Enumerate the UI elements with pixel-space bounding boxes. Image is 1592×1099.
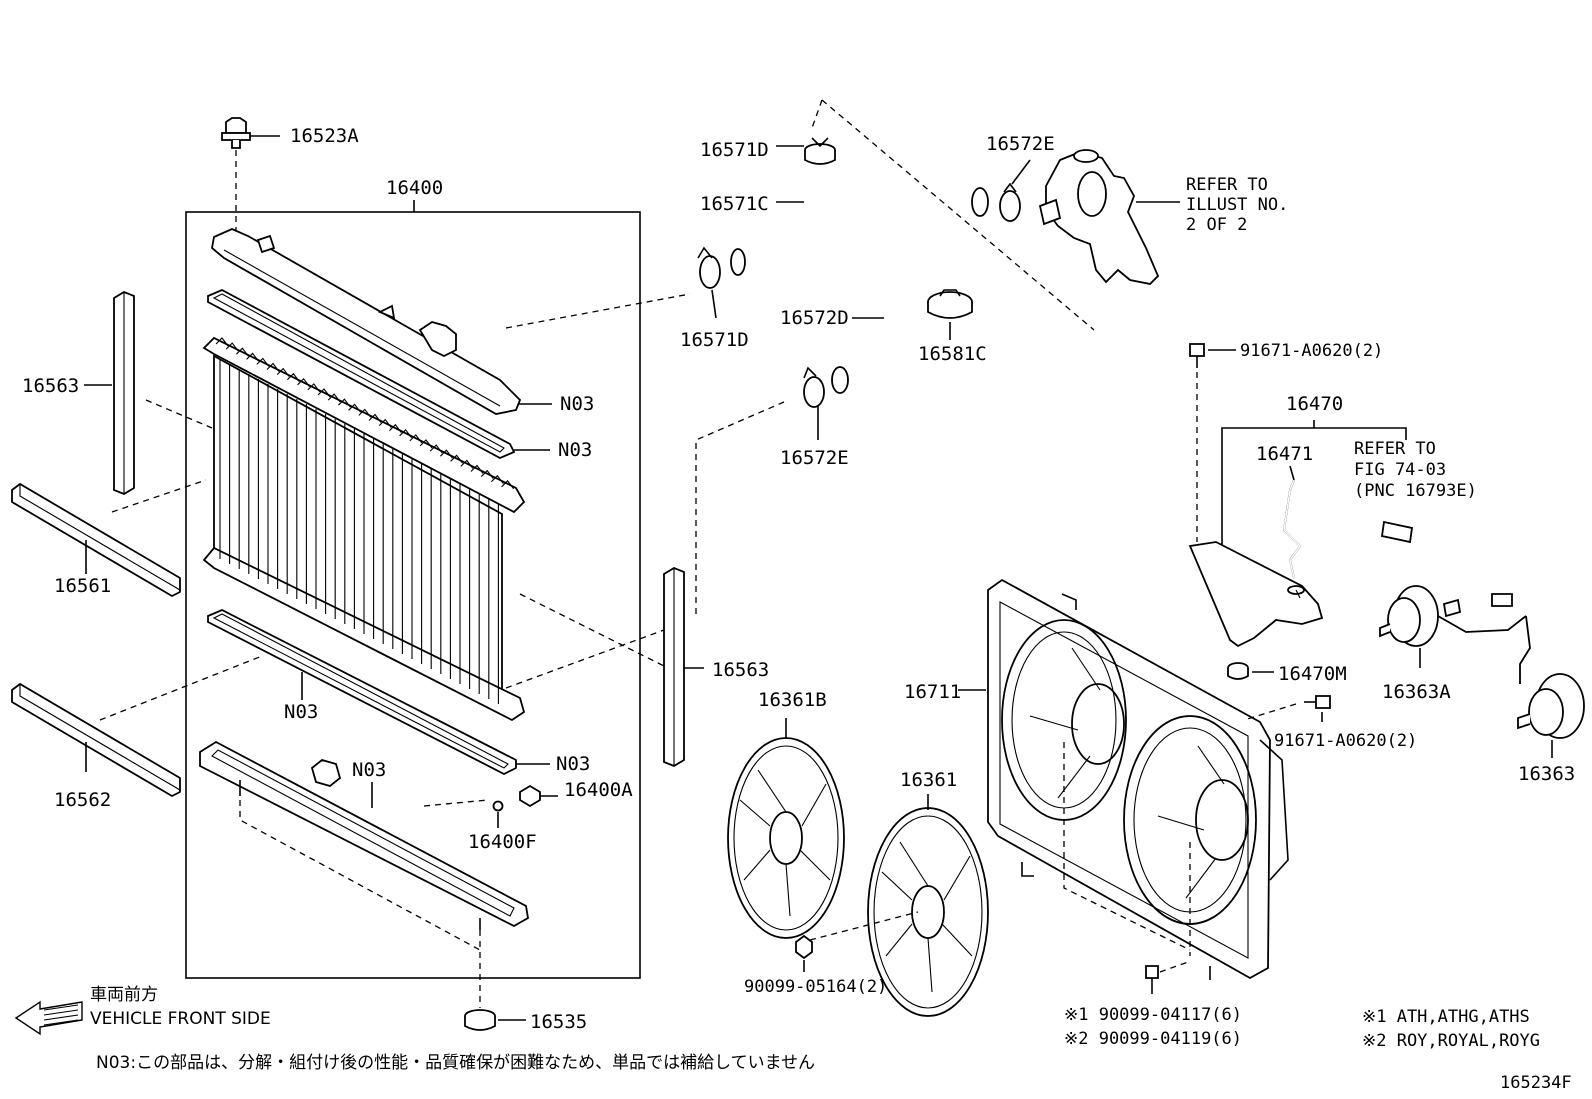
hose-clamp-16572E-bottom-icon	[803, 366, 825, 440]
water-inlet-housing-icon	[811, 99, 1180, 331]
shroud-bolt-bottom-icon	[1145, 961, 1189, 994]
label-16561: 16561	[54, 575, 111, 597]
upper-horizontal-seal-icon	[11, 482, 181, 598]
lower-tank-icon	[199, 740, 529, 930]
lower-gasket-icon	[207, 609, 517, 776]
refer-illust-line-1: REFER TO	[1186, 175, 1268, 195]
label-16363A: 16363A	[1382, 681, 1451, 703]
vehicle-front-en: VEHICLE FRONT SIDE	[90, 1009, 271, 1029]
fan-16361B-icon	[727, 718, 845, 939]
clamp-16581C-icon	[927, 289, 973, 340]
n03-supply-note: N03:この部品は、分解・組付け後の性能・品質確保が困難なため、単品では補給して…	[96, 1053, 815, 1073]
drain-oring-icon	[492, 800, 504, 812]
lower-hose-16572D-icon	[831, 183, 989, 394]
label-90099-04117: ※1 90099-04117(6)	[1064, 1005, 1242, 1025]
label-16361B: 16361B	[758, 689, 827, 711]
label-16572E-top: 16572E	[986, 133, 1055, 155]
fan-16361-icon	[809, 794, 989, 1017]
label-16571D-bottom: 16571D	[680, 329, 749, 351]
note-applicability-1: ※1 ATH,ATHG,ATHS	[1362, 1007, 1530, 1027]
label-n03-upper-gasket: N03	[558, 439, 592, 461]
label-n03-upper-tank: N03	[560, 393, 594, 415]
label-16363: 16363	[1518, 763, 1575, 785]
label-91671-bottom: 91671-A0620(2)	[1274, 731, 1417, 751]
reservoir-grommet-icon	[1227, 662, 1274, 680]
lower-horizontal-seal-icon	[11, 655, 263, 798]
label-16471: 16471	[1256, 443, 1313, 465]
vehicle-front-jp: 車両前方	[90, 985, 158, 1005]
label-n03-core: N03	[284, 701, 318, 723]
upper-hose-guide	[505, 293, 691, 329]
upper-gasket-icon	[207, 289, 516, 459]
label-91671-top: 91671-A0620(2)	[1240, 341, 1383, 361]
lower-hose-guide	[695, 401, 785, 614]
hose-clamp-16571D-top-icon	[776, 137, 836, 165]
refer-fig-line-2: FIG 74-03	[1354, 460, 1446, 480]
refer-fig-line-3: (PNC 16793E)	[1354, 481, 1477, 501]
upper-hose-16571C-icon	[729, 173, 823, 276]
label-16400: 16400	[386, 177, 443, 199]
shroud-bolt-top-icon	[1243, 695, 1331, 722]
right-vertical-seal-icon	[505, 566, 704, 768]
reservoir-tank-icon	[1188, 541, 1324, 648]
drain-cock-icon	[492, 784, 558, 812]
label-16571C: 16571C	[700, 193, 769, 215]
lower-cushion-icon	[239, 800, 526, 1031]
hose-clamp-16572E-top-icon	[999, 159, 1031, 222]
refer-illust-line-2: ILLUST NO.	[1186, 195, 1288, 215]
label-n03-lower-gasket: N03	[556, 753, 590, 775]
label-16470M: 16470M	[1278, 663, 1347, 685]
vehicle-front-arrow-icon	[14, 1000, 83, 1036]
label-16562: 16562	[54, 789, 111, 811]
label-90099-05164: 90099-05164(2)	[744, 977, 887, 997]
label-16563-left: 16563	[22, 375, 79, 397]
label-16581C: 16581C	[918, 343, 987, 365]
reservoir-hose-16471-icon	[1283, 479, 1302, 579]
label-n03-lower-tank: N03	[352, 759, 386, 781]
refer-illust-line-3: 2 OF 2	[1186, 215, 1247, 235]
fan-motor-16363-icon	[1517, 673, 1585, 758]
hose-clamp-16571D-bottom-icon	[697, 246, 721, 319]
label-16400F: 16400F	[468, 831, 537, 853]
radiator-assembly-frame	[185, 200, 641, 979]
note-applicability-2: ※2 ROY,ROYAL,ROYG	[1362, 1031, 1540, 1051]
leader-16471	[1289, 465, 1295, 481]
label-16572D: 16572D	[780, 307, 849, 329]
fan-motor-16363A-icon	[1379, 585, 1531, 684]
label-16571D-top: 16571D	[700, 139, 769, 161]
label-16361: 16361	[900, 769, 957, 791]
label-16470: 16470	[1286, 393, 1343, 415]
label-16711: 16711	[904, 681, 961, 703]
fan-shroud-icon	[958, 578, 1289, 980]
label-plate-icon	[1380, 520, 1414, 544]
fan-nut-icon	[795, 934, 813, 972]
drain-guide	[423, 799, 489, 807]
left-vertical-seal-icon	[84, 290, 213, 513]
label-16563-right: 16563	[712, 659, 769, 681]
refer-fig-line-1: REFER TO	[1354, 439, 1436, 459]
label-90099-04119: ※2 90099-04119(6)	[1064, 1029, 1242, 1049]
label-16572E-bottom: 16572E	[780, 447, 849, 469]
radiator-core-icon	[202, 336, 526, 722]
reservoir-bracket	[1221, 420, 1407, 546]
reservoir-bolt-icon	[1189, 343, 1236, 542]
radiator-cap-icon	[221, 117, 280, 236]
figure-id: 165234F	[1500, 1073, 1572, 1093]
upper-tank-icon	[211, 228, 522, 415]
label-16523A: 16523A	[290, 125, 359, 147]
label-16400A: 16400A	[564, 779, 633, 801]
label-16535: 16535	[530, 1011, 587, 1033]
